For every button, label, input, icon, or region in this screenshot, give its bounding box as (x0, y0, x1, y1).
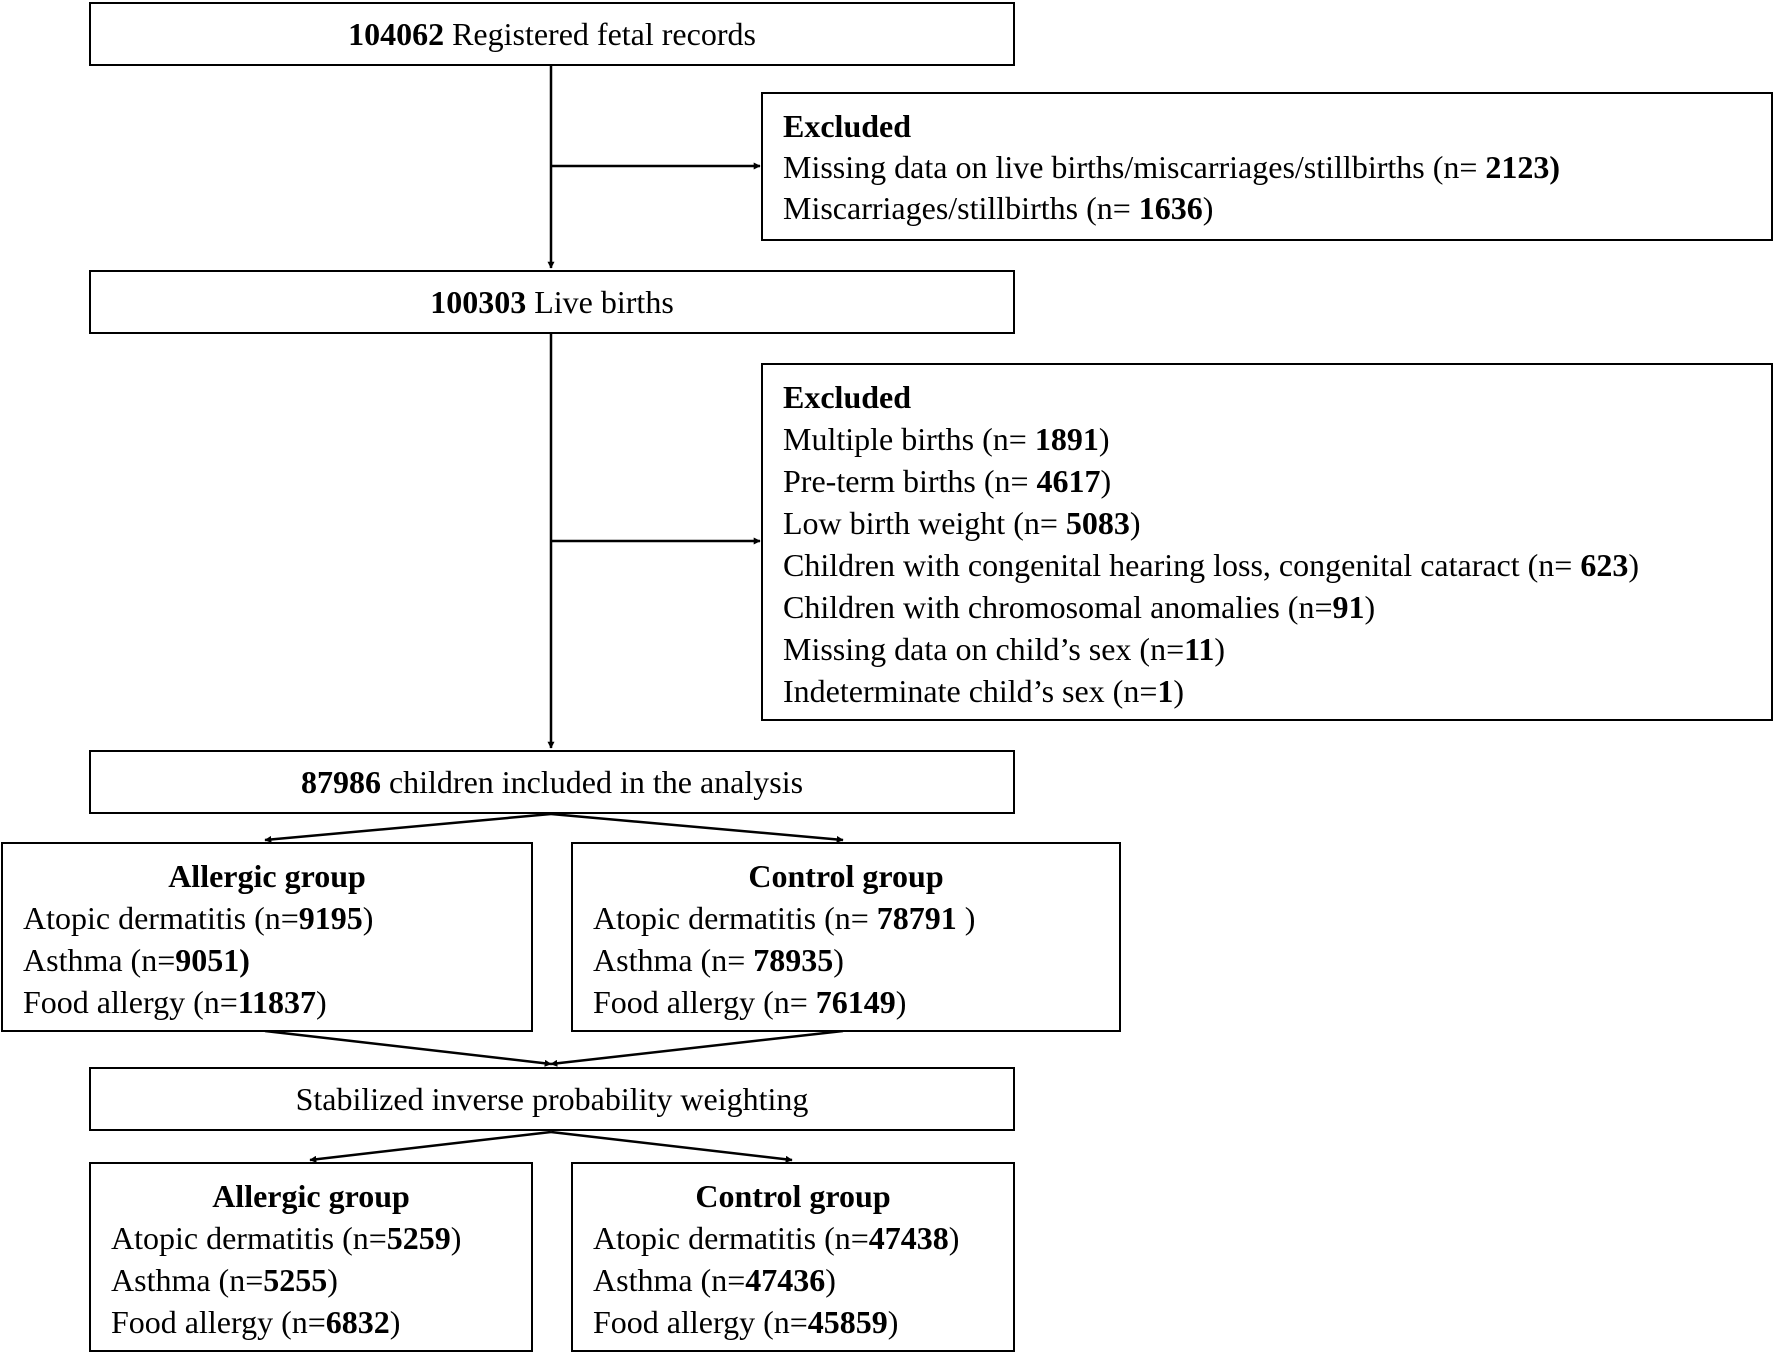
weighted-control-group-item: Atopic dermatitis (n=47438) (593, 1220, 960, 1256)
excluded2-item: Children with chromosomal anomalies (n=9… (783, 589, 1376, 625)
control-group-item: Food allergy (n= 76149) (593, 984, 907, 1020)
included-text: 87986 children included in the analysis (300, 764, 804, 800)
weighted-allergic-group-item: Atopic dermatitis (n=5259) (111, 1220, 462, 1256)
arrow-control1-to-ipw (550, 1029, 844, 1067)
excluded1-title: Excluded (783, 108, 912, 144)
allergic-group-box: Allergic group Atopic dermatitis (n=9195… (1, 842, 533, 1032)
weighted-allergic-group-item: Asthma (n=5255) (111, 1262, 338, 1298)
weighted-control-group-title: Control group (695, 1178, 891, 1214)
excluded2-title: Excluded (783, 379, 912, 415)
excluded2-item: Multiple births (n= 1891) (783, 421, 1110, 457)
weighted-control-group-item: Asthma (n=47436) (593, 1262, 836, 1298)
excluded2-item: Missing data on child’s sex (n=11) (783, 631, 1226, 667)
weighted-allergic-group-title: Allergic group (212, 1178, 410, 1214)
control-group-box: Control group Atopic dermatitis (n= 7879… (571, 842, 1121, 1032)
weighted-control-group-item: Food allergy (n=45859) (593, 1304, 899, 1340)
arrow-allergic1-to-ipw (264, 1029, 552, 1067)
excluded2-item: Children with congenital hearing loss, c… (783, 547, 1639, 583)
ipw-text: Stabilized inverse probability weighting (295, 1081, 809, 1117)
arrow-ipw-to-allergic2 (309, 1130, 552, 1163)
allergic-group-item: Atopic dermatitis (n=9195) (23, 900, 374, 936)
records-text: 104062 Registered fetal records (348, 16, 756, 52)
excluded2-item: Pre-term births (n= 4617) (783, 463, 1112, 499)
excluded1-item: Missing data on live births/miscarriages… (783, 149, 1561, 185)
excluded2-box: Excluded Multiple births (n= 1891) Pre-t… (761, 363, 1773, 721)
control-group-title: Control group (748, 858, 944, 894)
live-births-box: 100303 Live births (89, 270, 1015, 334)
included-box: 87986 children included in the analysis (89, 750, 1015, 814)
control-group-item: Atopic dermatitis (n= 78791 ) (593, 900, 976, 936)
allergic-group-title: Allergic group (168, 858, 366, 894)
weighted-allergic-group-box: Allergic group Atopic dermatitis (n=5259… (89, 1162, 533, 1352)
arrow-included-to-control1 (550, 812, 844, 843)
arrow-ipw-to-control2 (550, 1130, 793, 1163)
excluded2-item: Indeterminate child’s sex (n=1) (783, 673, 1185, 709)
control-group-item: Asthma (n= 78935) (593, 942, 844, 978)
excluded1-item: Miscarriages/stillbirths (n= 1636) (783, 190, 1214, 226)
arrow-included-to-allergic1 (264, 812, 552, 843)
live-births-text: 100303 Live births (430, 284, 674, 320)
records-box: 104062 Registered fetal records (89, 2, 1015, 66)
allergic-group-item: Food allergy (n=11837) (23, 984, 327, 1020)
excluded1-box: Excluded Missing data on live births/mis… (761, 92, 1773, 241)
weighted-control-group-box: Control group Atopic dermatitis (n=47438… (571, 1162, 1015, 1352)
excluded2-item: Low birth weight (n= 5083) (783, 505, 1141, 541)
weighted-allergic-group-item: Food allergy (n=6832) (111, 1304, 401, 1340)
allergic-group-item: Asthma (n=9051) (23, 942, 250, 978)
ipw-box: Stabilized inverse probability weighting (89, 1067, 1015, 1131)
